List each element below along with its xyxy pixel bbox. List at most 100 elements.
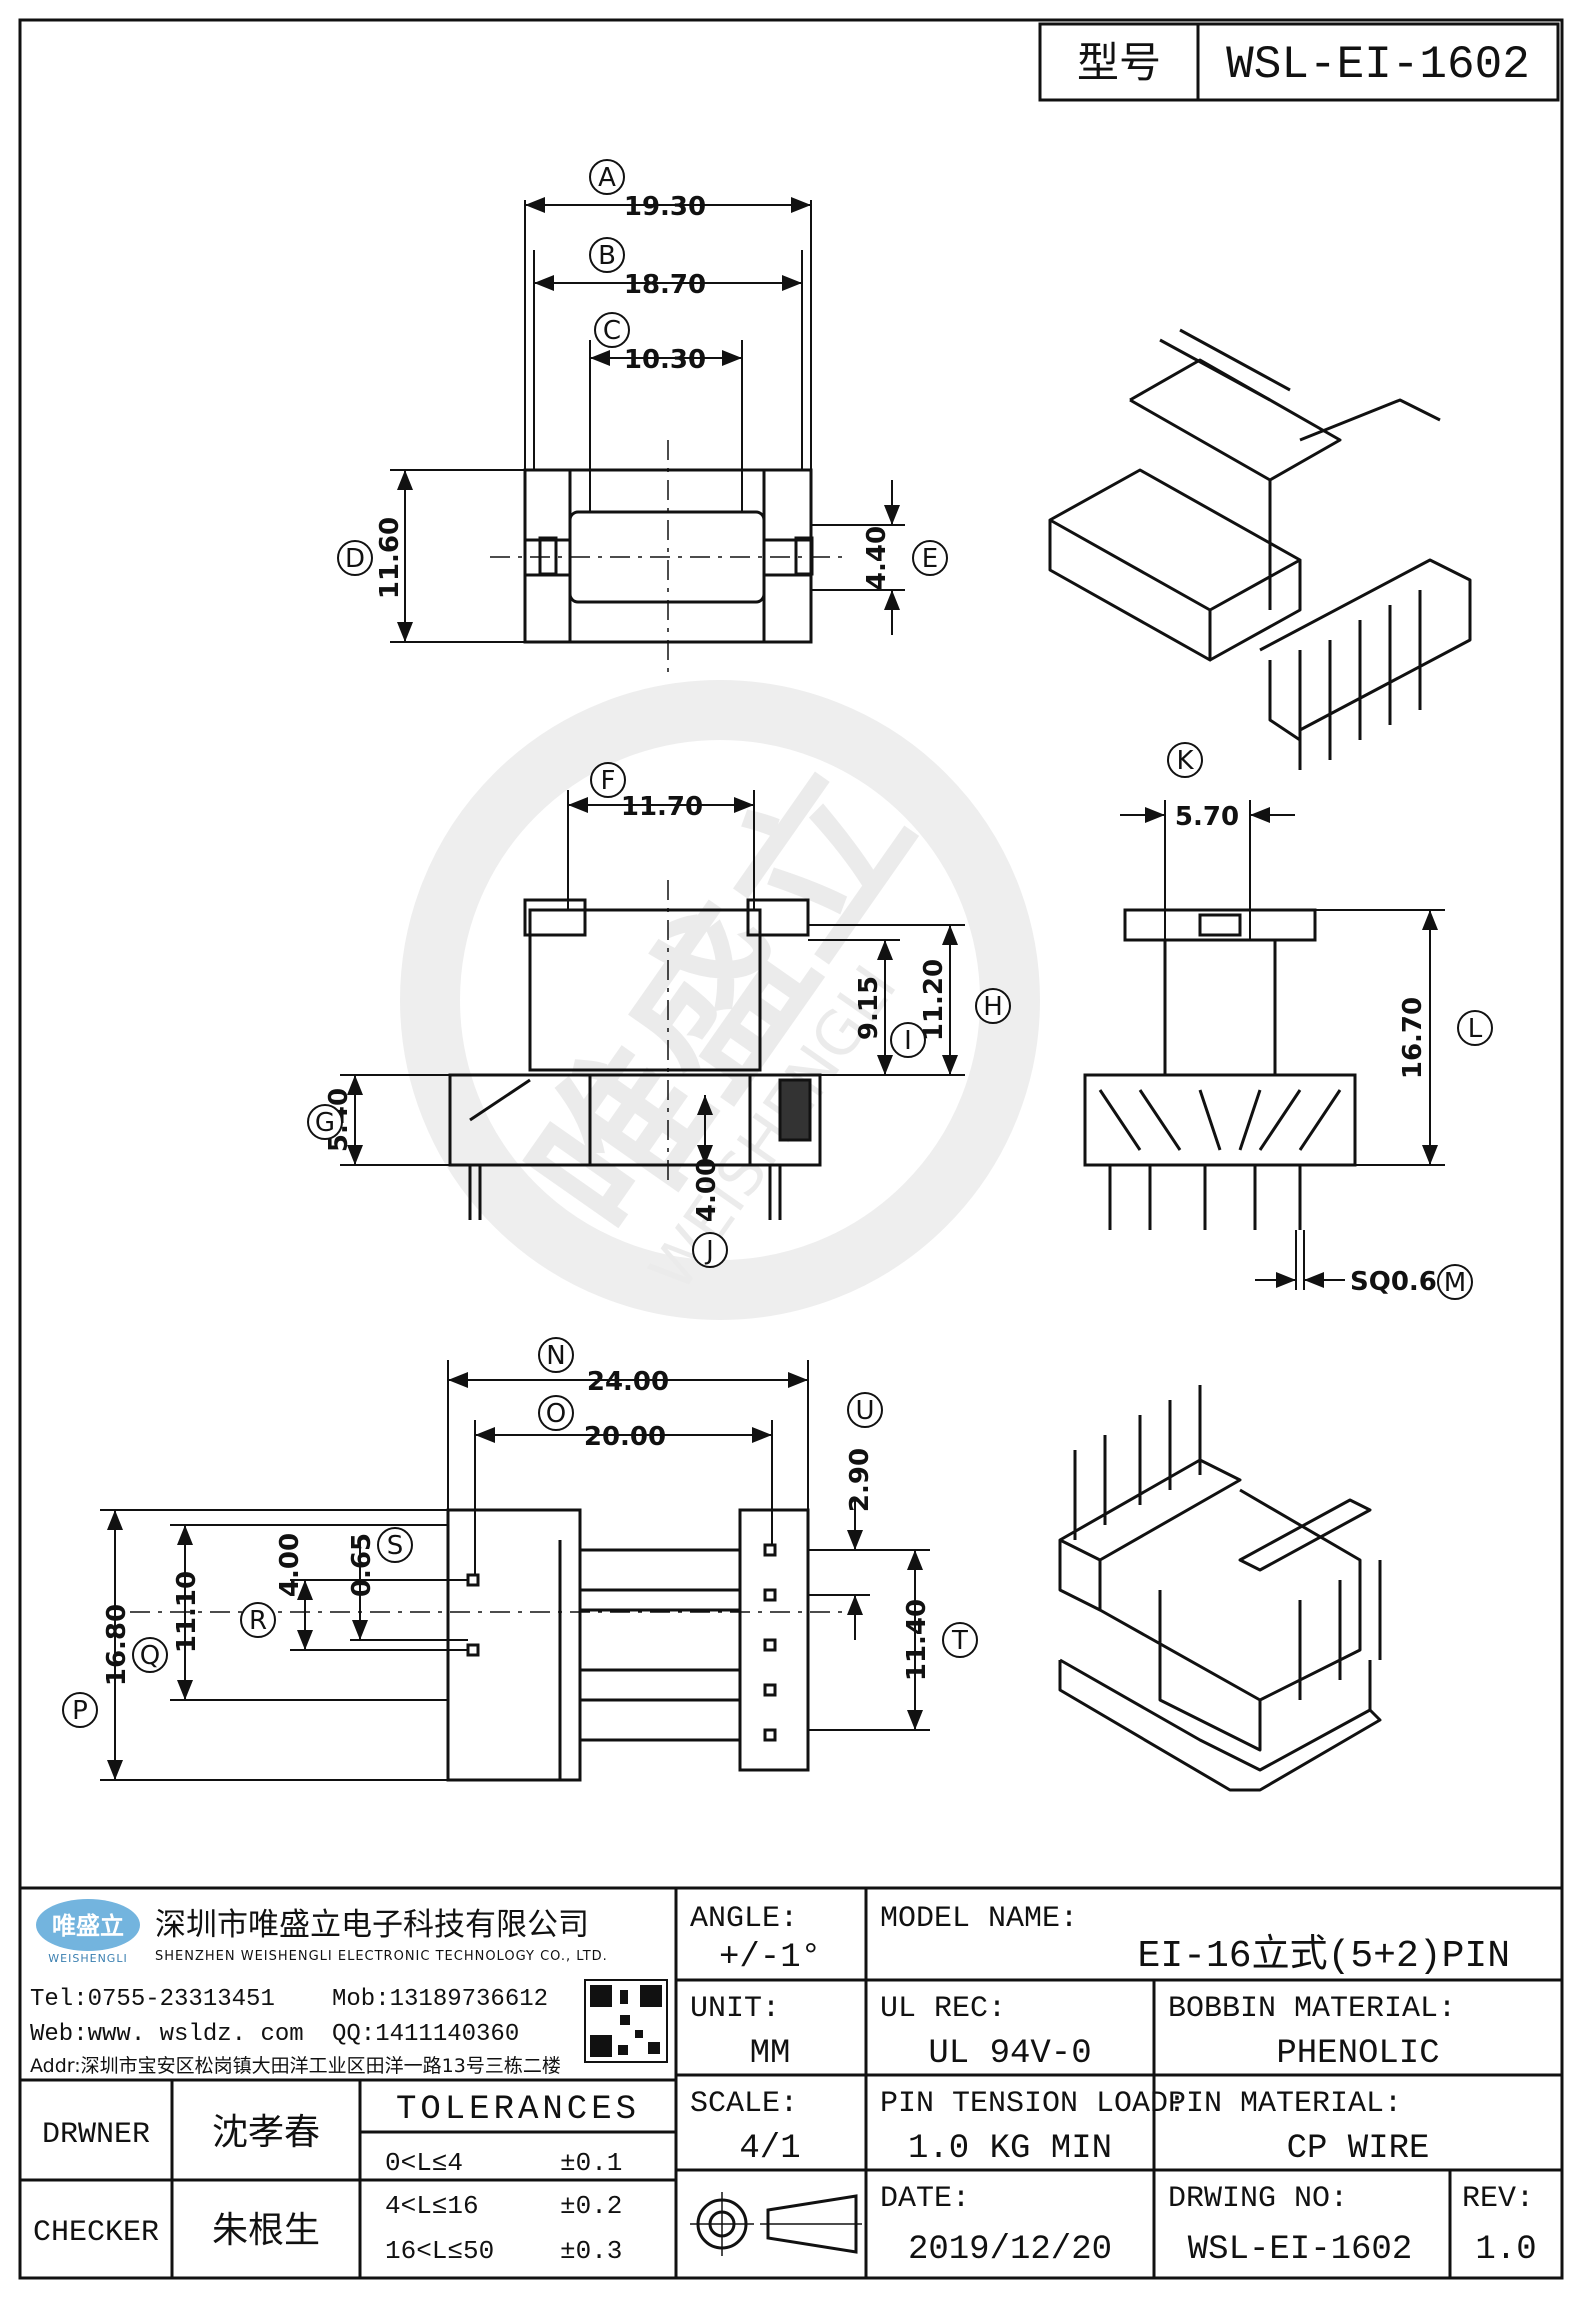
top-view-dims [390,197,905,643]
callout-letter-d: D [345,544,365,574]
drwno-label: DRWING NO: [1168,2182,1348,2216]
company-mob: Mob:13189736612 [332,1986,548,2013]
callout-letter-k: K [1176,746,1194,776]
sheet-border [18,18,1564,2280]
company-name-cn: 深圳市唯盛立电子科技有限公司 [155,1907,589,1943]
drwno-value: WSL-EI-1602 [1188,2231,1412,2269]
callout-circle-d [337,540,373,576]
pin-value: CP WIRE [1287,2130,1430,2168]
callout-letter-a: A [598,163,616,193]
model-label: MODEL NAME: [880,1902,1078,1936]
dim-C: 10.30 [624,345,706,375]
dim-S: 0.65 [347,1533,377,1597]
callout-letter-l: L [1468,1014,1483,1044]
callout-letter-p: P [72,1696,88,1726]
tol-value-2: ±0.3 [560,2236,622,2266]
callout-circle-m [1437,1264,1473,1300]
angle-label: ANGLE: [690,1902,798,1936]
company-tel: Tel:0755-23313451 [30,1986,275,2013]
dim-R: 4.00 [275,1533,305,1597]
dim-D: 11.60 [375,517,405,599]
approval-block: DRWNER 沈孝春 CHECKER 朱根生 TOLERANCES 0<L≤4 … [33,2091,640,2266]
iso-view-bottom [1058,1385,1382,1792]
ul-label: UL REC: [880,1992,1006,2026]
tension-value: 1.0 KG MIN [908,2130,1112,2168]
callout-letter-o: O [546,1399,566,1429]
callout-letter-m: M [1444,1268,1466,1298]
callout-letter-r: R [249,1606,267,1636]
svg-text:唯盛立: 唯盛立 [52,1912,124,1940]
rev-label: REV: [1462,2182,1534,2216]
callout-circle-t [942,1622,978,1658]
checker-value: 朱根生 [212,2210,320,2251]
callout-letter-s: S [387,1531,404,1561]
side-view-dims [1120,800,1445,1290]
date-value: 2019/12/20 [908,2231,1112,2269]
dim-U: 2.90 [845,1448,875,1512]
company-addr: Addr:深圳市宝安区松岗镇大田洋工业区田洋一路13号三栋二楼 [30,2055,561,2077]
front-view-dims [340,790,965,1166]
rev-value: 1.0 [1475,2231,1536,2269]
callout-circle-n [538,1337,574,1373]
dim-K: 5.70 [1175,802,1239,832]
callout-letter-c: C [603,316,621,346]
spec-cells: ANGLE: +/-1° MODEL NAME: EI-16立式(5+2)PIN… [690,1902,1537,2269]
projection-symbol-icon [690,2192,862,2256]
date-label: DATE: [880,2182,970,2216]
model-value: EI-16立式(5+2)PIN [1138,1933,1510,1978]
header-box: 型号 WSL-EI-1602 [1038,22,1560,102]
dimension-labels: 19.30 18.70 10.30 11.60 4.40 11.70 11.20… [102,192,1455,1686]
tol-value-1: ±0.2 [560,2191,622,2221]
callout-letter-u: U [855,1396,874,1426]
side-view [1083,908,1357,1230]
callout-circle-p [62,1692,98,1728]
callout-circle-b [589,237,625,273]
iso-view-top [1048,328,1472,770]
callout-circle-u [847,1392,883,1428]
callout-letter-j: J [704,1236,714,1266]
checker-label: CHECKER [33,2216,159,2250]
tension-label: PIN TENSION LOAD: [880,2087,1186,2121]
dim-N: 24.00 [587,1367,669,1397]
drawer-value: 沈孝春 [212,2112,320,2153]
title-block [20,1886,1562,2278]
bottom-view [130,1508,860,1782]
tol-range-1: 4<L≤16 [385,2191,479,2221]
svg-text:WEISHENGLI: WEISHENGLI [48,1952,127,1965]
pin-label: PIN MATERIAL: [1168,2087,1402,2121]
callout-letter-h: H [983,992,1003,1022]
top-view [490,440,850,680]
dim-Q: 11.10 [172,1571,202,1653]
company-web: Web:www. wsldz. com [30,2021,304,2048]
callout-circle-q [132,1637,168,1673]
company-name-en: SHENZHEN WEISHENGLI ELECTRONIC TECHNOLOG… [155,1949,608,1964]
unit-value: MM [750,2035,791,2073]
type-label: 型号 [1077,38,1161,87]
callout-circle-e [912,540,948,576]
dim-B: 18.70 [624,270,706,300]
front-view [448,880,822,1220]
dim-F: 11.70 [621,792,703,822]
dim-P: 16.80 [102,1604,132,1686]
scale-label: SCALE: [690,2087,798,2121]
callout-circle-k [1167,742,1203,778]
qr-code-icon [584,1979,668,2063]
tol-range-2: 16<L≤50 [385,2236,494,2266]
callout-circle-g [307,1104,343,1140]
dim-T: 11.40 [902,1599,932,1681]
callout-letter-q: Q [140,1641,160,1671]
bobbin-label: BOBBIN MATERIAL: [1168,1992,1456,2026]
dim-O: 20.00 [584,1422,666,1452]
callout-circle-c [594,312,630,348]
company-qq: QQ:1411140360 [332,2021,519,2048]
callout-circle-o [538,1395,574,1431]
callout-circle-i [890,1022,926,1058]
tolerances-title: TOLERANCES [396,2091,640,2129]
callout-letter-i: I [904,1026,912,1056]
dim-L: 16.70 [1398,997,1428,1079]
callout-letter-g: G [315,1108,335,1138]
drawer-label: DRWNER [42,2118,150,2152]
tol-value-0: ±0.1 [560,2148,622,2178]
dim-I: 9.15 [854,976,884,1040]
